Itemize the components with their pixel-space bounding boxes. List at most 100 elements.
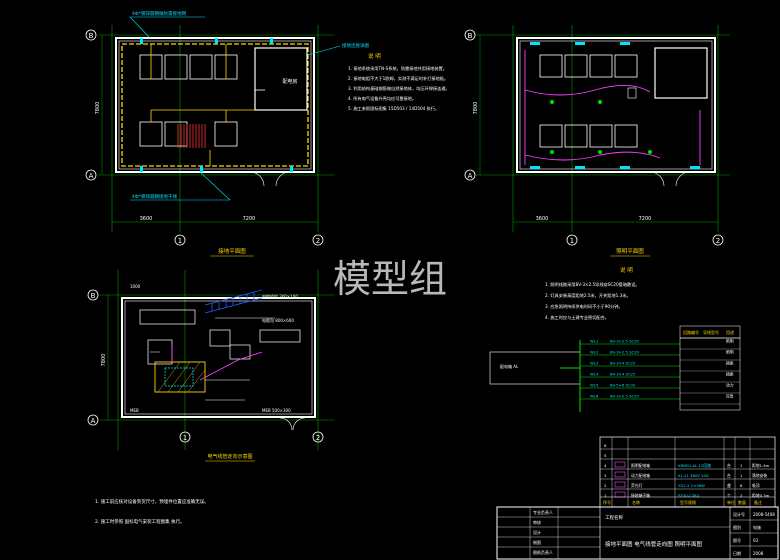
schematic-cell-spec: BV-3×4 SC25 <box>610 372 636 377</box>
equipment-cell-no: 6 <box>604 443 607 448</box>
grid-label-1: 1 <box>570 237 574 245</box>
schematic-cell-id: WL3 <box>590 361 599 366</box>
equipment-cell-name: 接地端子箱 <box>631 493 650 498</box>
titleblock-drawing-title: 接地平面图 电气线管走向图 照明平面图 <box>605 540 702 548</box>
note-line: 3. 利用结构基础钢筋做自然接地体，均压环焊接连通。 <box>348 85 450 92</box>
schematic-header-row: 回路编号 导线型号 用途 <box>679 325 741 339</box>
dim-width-2: 7200 <box>639 216 652 222</box>
titleblock-field-label: 日期 <box>733 550 741 556</box>
titleblock-role: 制图 <box>533 539 541 545</box>
grid-label-1: 1 <box>178 237 182 245</box>
note-line: 2. 接地电阻不大于1欧姆，实测不满足时补打接地极。 <box>348 75 448 82</box>
schematic-cell-id: WL1 <box>590 339 599 344</box>
equipment-cell-model: XL-21 380V 10A <box>678 473 709 478</box>
label-cable-trench: 电缆沟 800×600 <box>262 317 294 323</box>
dim-height: 7800 <box>95 102 101 115</box>
schematic-cell-use: 照明 <box>726 339 734 344</box>
schematic-header: 回路编号 <box>683 329 699 335</box>
grounding-notes: 说 明 1. 接地系统采用TN-S系统，防雷接地共用接地装置。 2. 接地电阻不… <box>348 52 450 112</box>
grid-label-a: A <box>468 172 473 180</box>
note-line: 2. 灯具安装高度距地2.5米，开关距地1.3米。 <box>545 292 631 299</box>
equipment-header: 名称 <box>632 499 640 505</box>
titleblock-project-label: 工程名称 <box>605 514 623 521</box>
label-meb: MEB <box>130 408 139 413</box>
grid-label-b: B <box>91 292 96 300</box>
note-line: 2. 施工时参照 国标电气安装工程图集 执行。 <box>95 518 185 525</box>
equipment-cell-name: 照明配电箱 <box>631 463 650 468</box>
plan-caption: 照明平面图 <box>616 247 644 255</box>
schematic-cell-id: WL6 <box>590 394 599 399</box>
schematic-cell-spec: BV-5×6 SC32 <box>610 383 636 388</box>
schematic-cell-id: WL4 <box>590 372 599 377</box>
schematic-cell-use: 照明 <box>726 350 734 355</box>
dim-height: 7800 <box>473 102 479 115</box>
schematic-header: 用途 <box>726 329 734 335</box>
grounding-plan: B A 1 2 配电房 <box>85 10 369 257</box>
equipment-header: 序号 <box>603 499 611 505</box>
equipment-header: 型号规格 <box>680 499 696 505</box>
equipment-symbol-icon <box>614 481 626 488</box>
equipment-cell-qty: 1 <box>740 473 743 478</box>
schematic-cell-spec: BV-3×2.5 SC20 <box>610 394 640 399</box>
lighting-notes: 说 明 1. 照明线路采用BV-3×2.5导线穿SC20管暗敷设。 2. 灯具安… <box>545 266 640 321</box>
label-meb-box: MEB 500×300 <box>262 408 291 413</box>
grid-label-a: A <box>89 172 94 180</box>
dim-height: 7800 <box>101 354 107 367</box>
callout-detail: 接地连接详图 <box>342 42 369 49</box>
schematic-cell-use: 插座 <box>726 361 734 366</box>
equipment-cell-no: 4 <box>604 463 607 468</box>
equipment-cell-qty: 2 <box>740 493 743 498</box>
lighting-plan: B A 1 2 <box>464 25 730 257</box>
grid-label-2: 2 <box>716 237 720 245</box>
dim-width-1: 3600 <box>536 216 549 222</box>
titleblock-field-value: 03 <box>753 538 759 543</box>
watermark: 模型组 <box>333 257 447 301</box>
plan-caption: 电气线管走向示意图 <box>207 453 252 460</box>
equipment-cell-note: 距地1.4m <box>752 463 770 468</box>
grid-label-a: A <box>91 417 96 425</box>
callout-ground-net: 4Ф*镀锌圆钢做防雷接地网 <box>132 10 186 17</box>
schematic-cell-id: WL5 <box>590 383 599 388</box>
dim-top: 1000 <box>130 284 141 289</box>
titleblock-field-label: 图别 <box>733 524 741 530</box>
equipment-header: 备注 <box>754 499 762 505</box>
grid-label-2: 2 <box>316 237 320 245</box>
schematic-cell-use: 插座 <box>726 372 734 377</box>
equipment-cell-no: 1 <box>604 493 607 498</box>
plan-caption: 接地平面图 <box>218 247 246 255</box>
grid-label-2: 2 <box>316 434 320 442</box>
titleblock-field-value: 2008 <box>753 551 764 556</box>
titleblock-field-label: 设计号 <box>733 511 745 517</box>
callout-ground-trunk: 4Ф*镀锌圆钢接地干线 <box>132 193 177 200</box>
titleblock-field-value: 2008-5408 <box>753 512 775 517</box>
grid-label-b: B <box>89 32 94 40</box>
note-line: 1. 施工前应核对设备到货尺寸，预埋件位置应准确无误。 <box>95 498 209 505</box>
note-line: 4. 施工时应与土建专业密切配合。 <box>545 314 609 321</box>
equipment-cell-unit: 个 <box>727 493 731 498</box>
note-line: 5. 施工参照国标图集 15D503 / 14D504 执行。 <box>348 105 439 112</box>
label-cable-tray: 电缆桥架 300×100 <box>262 293 298 299</box>
equipment-cell-model: PZ30-C384 <box>678 493 700 498</box>
schematic-cell-use: 应急 <box>726 394 734 399</box>
equipment-cell-no: 2 <box>604 483 607 488</box>
note-line: 3. 应急照明持续供电时间不小于90分钟。 <box>545 303 623 310</box>
title-block: 专业负责人 审核 设计 制图 图纸负责人 工程名称 接地平面图 电气线管走向图 … <box>496 506 779 560</box>
equipment-cell-no: 5 <box>604 453 607 458</box>
note-line: 1. 接地系统采用TN-S系统，防雷接地共用接地装置。 <box>348 65 447 72</box>
equipment-cell-no: 3 <box>604 473 607 478</box>
titleblock-role: 图纸负责人 <box>533 549 553 555</box>
grid-label-1: 1 <box>183 434 187 442</box>
grid-label-b: B <box>468 32 473 40</box>
schematic-header: 导线型号 <box>703 329 719 335</box>
equipment-cell-note: 落地安装 <box>752 473 767 478</box>
equipment-cell-note: 吸顶 <box>752 483 760 488</box>
titleblock-role: 专业负责人 <box>533 509 553 515</box>
equipment-cell-unit: 台 <box>727 463 731 468</box>
equipment-header: 数量 <box>738 499 746 505</box>
titleblock-role: 审核 <box>533 519 541 525</box>
equipment-symbol-icon <box>614 461 626 468</box>
dim-width-1: 3600 <box>140 216 153 222</box>
